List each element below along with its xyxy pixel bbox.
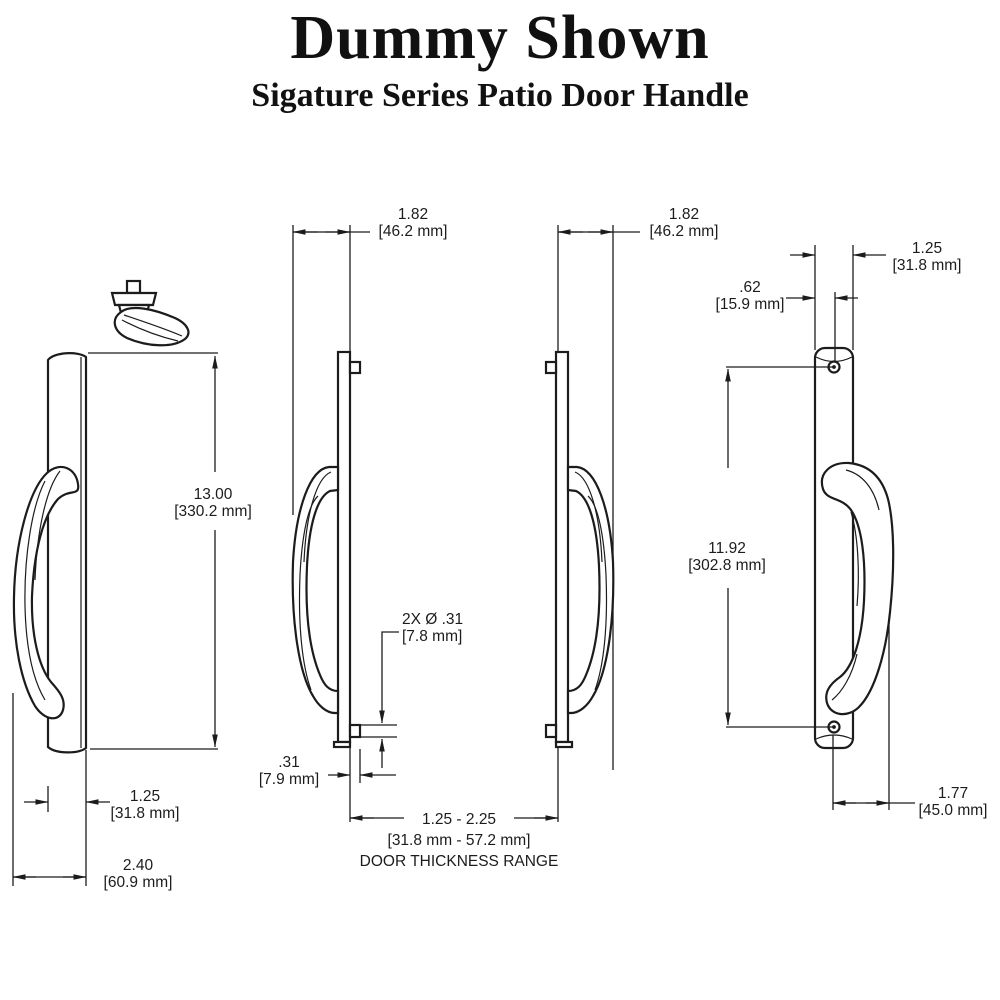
dim-post-projection-label: .31 [7.9 mm] — [258, 754, 320, 788]
dim-door-thickness-range-label: 1.25 - 2.25 [31.8 mm - 57.2 mm] DOOR THI… — [359, 811, 559, 870]
thumbturn-lever — [113, 306, 190, 347]
dim-mounting-post-callout-label: 2X Ø .31 [7.8 mm] — [402, 611, 464, 645]
dim-hole-spacing-label: 11.92 [302.8 mm] — [688, 540, 766, 574]
view-exterior-profile — [544, 225, 640, 822]
dim-plate-height-label: 13.00 [330.2 mm] — [174, 486, 252, 520]
dim-total-depth-label: 2.40 [60.9 mm] — [103, 857, 173, 891]
view-interior-profile — [291, 225, 559, 822]
page-title: Dummy Shown — [290, 4, 710, 72]
thumbturn-stub — [125, 279, 142, 295]
dim-grip-projection-label: 1.77 [45.0 mm] — [918, 785, 988, 819]
dim-hole-offset-label: .62 [15.9 mm] — [715, 279, 785, 313]
dim-interior-projection-label: 1.82 [46.2 mm] — [378, 206, 448, 240]
page-subtitle: Sigature Series Patio Door Handle — [251, 77, 749, 114]
sheet-header: Dummy Shown Sigature Series Patio Door H… — [0, 0, 1000, 114]
dim-exterior-projection-label: 1.82 [46.2 mm] — [649, 206, 719, 240]
view-side-thumbturn — [12, 279, 218, 886]
dim-plate-side-width-label: 1.25 [31.8 mm] — [110, 788, 180, 822]
dim-plate-width-label: 1.25 [31.8 mm] — [892, 240, 962, 274]
view-front-exterior — [725, 245, 915, 810]
